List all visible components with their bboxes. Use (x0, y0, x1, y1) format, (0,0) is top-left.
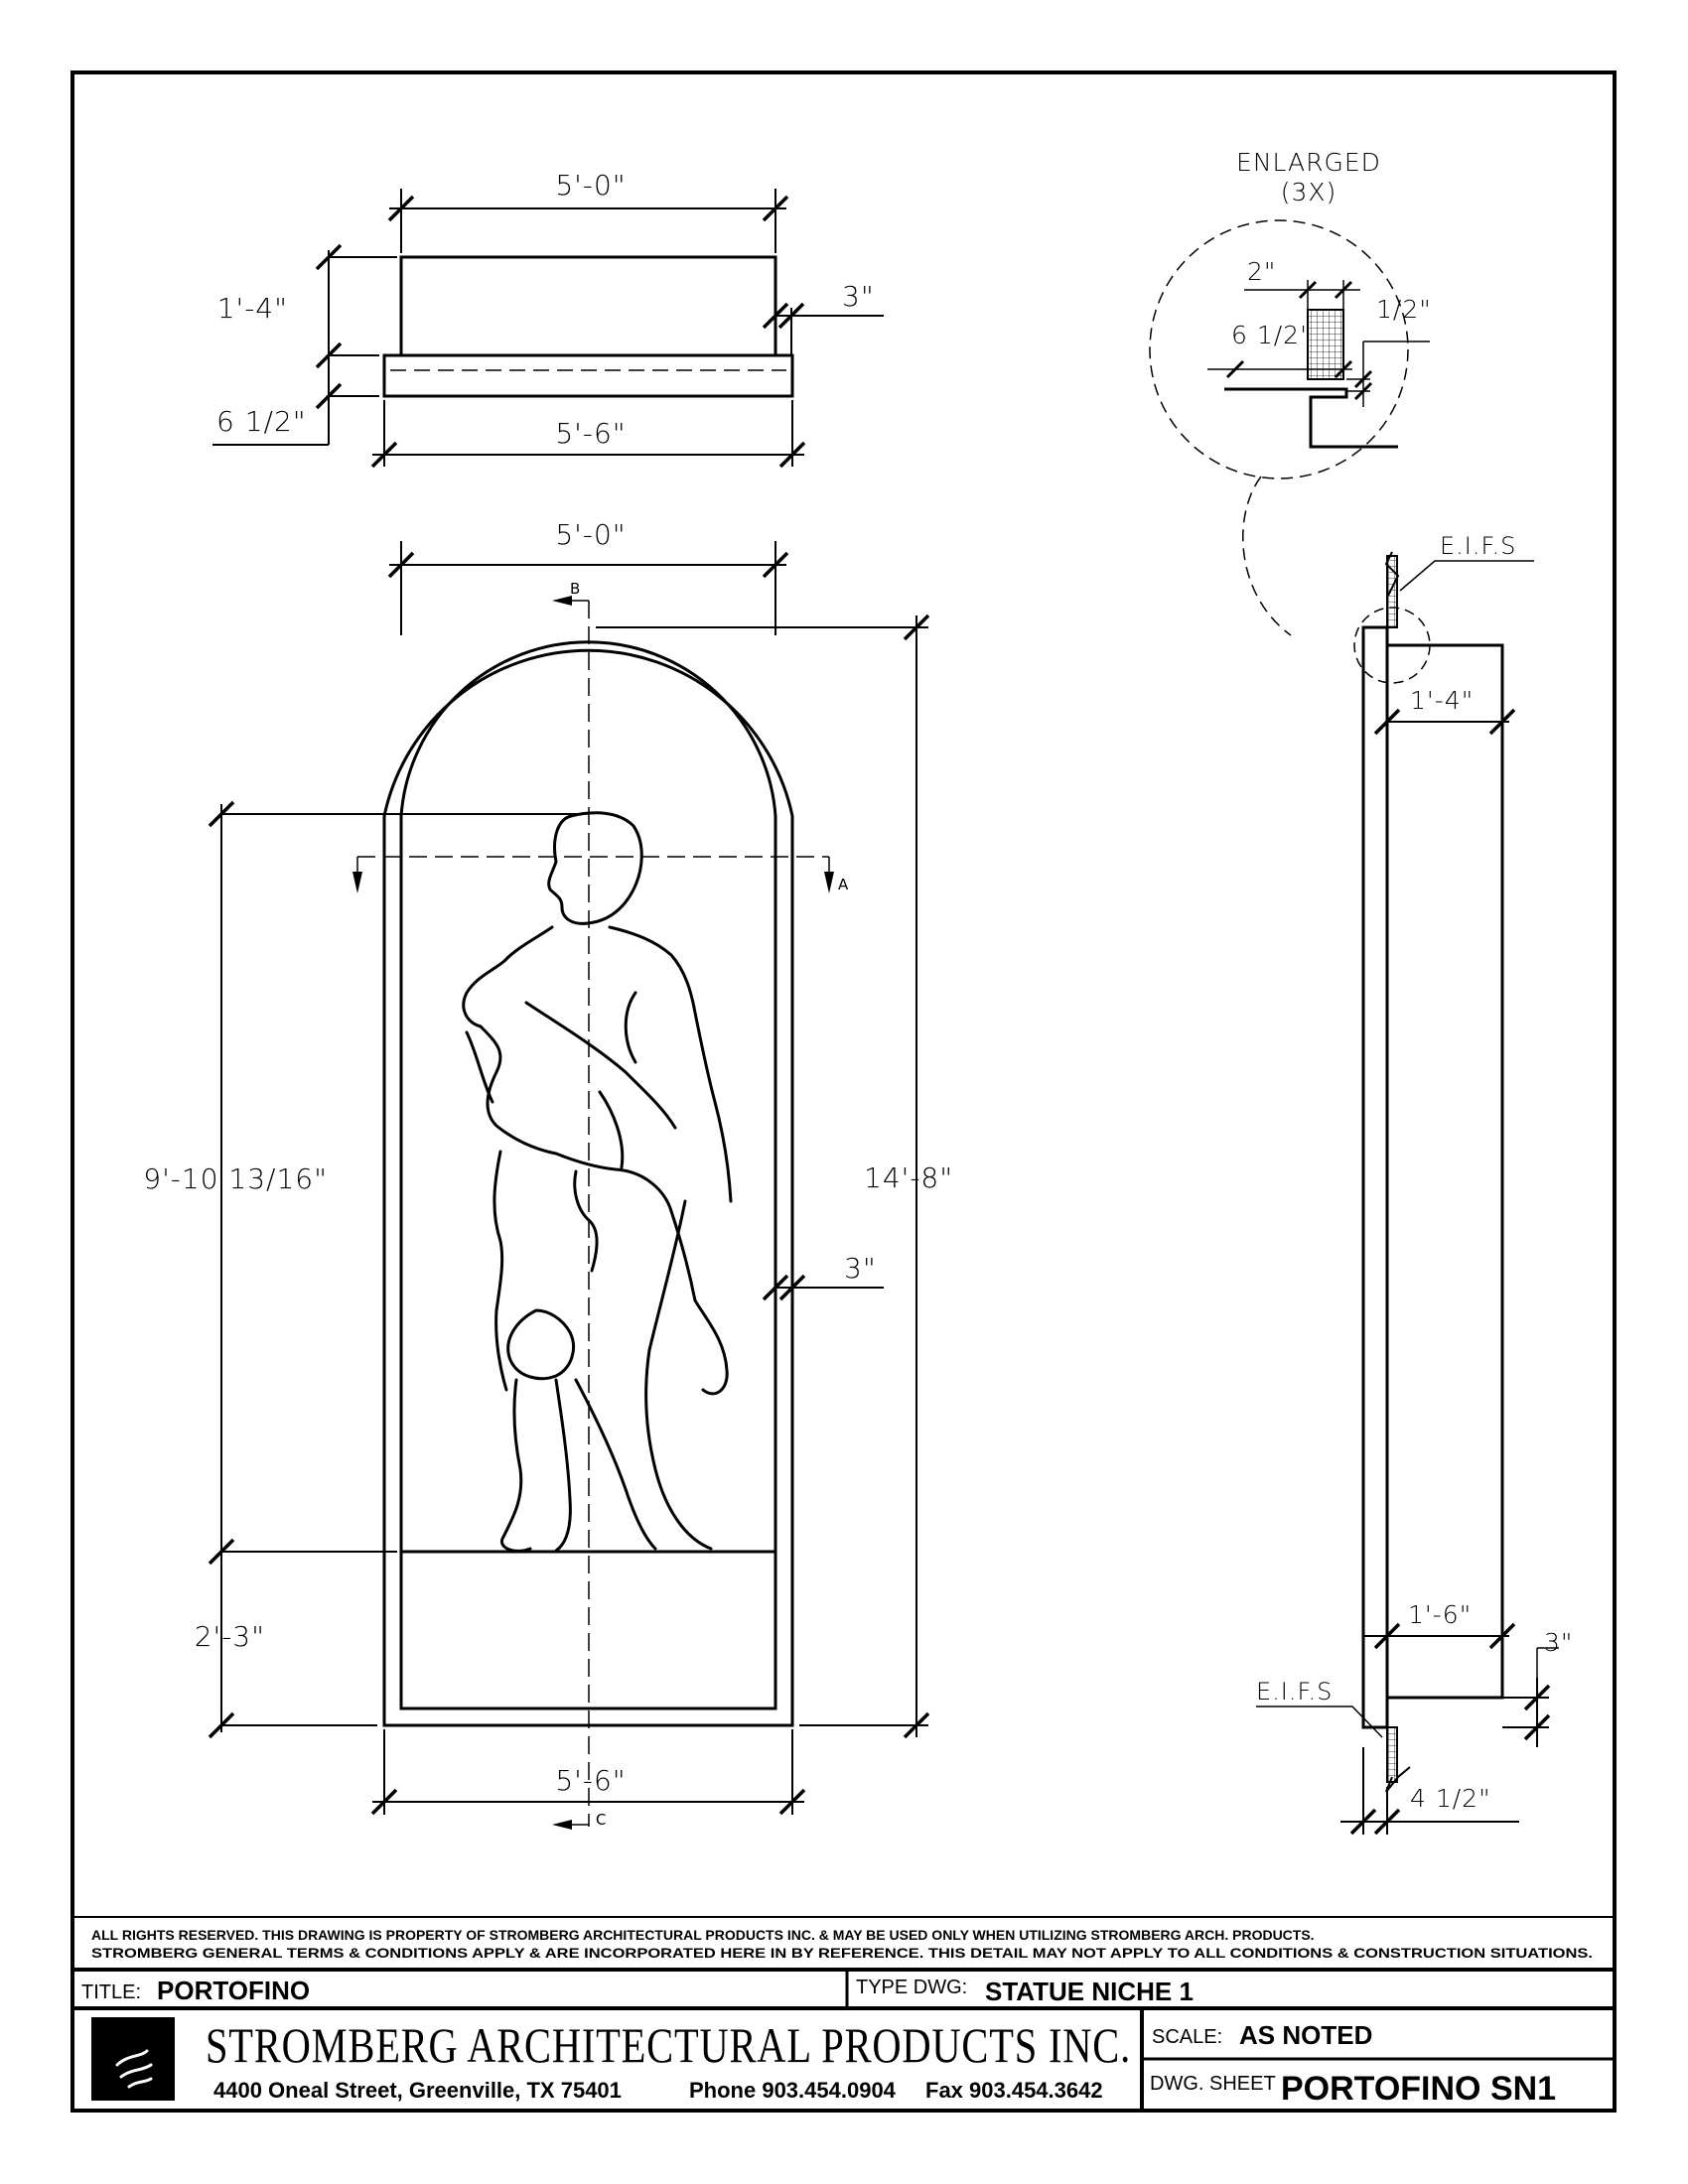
statue-outline (462, 811, 733, 1553)
title-label: TITLE: (81, 1981, 141, 2003)
type-dwg-label: TYPE DWG: (856, 1977, 967, 1998)
plan-dim-lip: 3" (842, 280, 875, 313)
section-label-a: A (838, 876, 849, 893)
side-eifs-top: E.I.F.S (1440, 532, 1516, 560)
scale-label: SCALE: (1152, 2026, 1222, 2048)
elev-dim-total-height: 14'-8" (864, 1161, 953, 1194)
company-logo (91, 2017, 175, 2101)
plan-view (212, 189, 884, 469)
section-label-b: B (570, 580, 580, 598)
plan-dim-height: 1'-4" (217, 292, 288, 325)
elev-dim-bottom-width: 5'-6" (555, 1764, 626, 1797)
notes-line-1: ALL RIGHTS RESERVED. THIS DRAWING IS PRO… (91, 1927, 1315, 1943)
title-block (72, 1968, 1615, 2111)
company-fax: Fax 903.454.3642 (925, 2078, 1103, 2103)
enlarged-dim-b: 6 1/2" (1231, 321, 1313, 349)
enlarged-title-line2: (3X) (1281, 178, 1337, 206)
title-value: PORTOFINO (157, 1976, 310, 2005)
elev-dim-top-width: 5'-0" (555, 518, 626, 551)
plan-dim-base: 6 1/2" (216, 405, 307, 438)
dwg-sheet-label: DWG. SHEET (1150, 2073, 1276, 2095)
sheet-border (70, 70, 1617, 2113)
enlarged-detail (1149, 219, 1430, 636)
scale-value: AS NOTED (1239, 2020, 1372, 2050)
enlarged-dim-c: 1/2" (1376, 295, 1432, 324)
plan-dim-top-width: 5'-0" (555, 169, 626, 202)
notes-line-2: STROMBERG GENERAL TERMS & CONDITIONS APP… (91, 1945, 1593, 1961)
type-dwg-value: STATUE NICHE 1 (985, 1977, 1194, 2006)
elev-dim-base-height: 2'-3" (195, 1620, 265, 1653)
enlarged-dim-a: 2" (1247, 257, 1276, 286)
section-label-c: C (596, 1811, 606, 1829)
company-phone: Phone 903.454.0904 (689, 2078, 897, 2103)
company-address: 4400 Oneal Street, Greenville, TX 75401 (213, 2078, 622, 2103)
front-elevation (208, 541, 930, 1830)
dwg-sheet-value: PORTOFINO SN1 (1281, 2070, 1556, 2108)
plan-dim-base-width: 5'-6" (555, 417, 626, 450)
elev-dim-inner-height: 9'-10 13/16" (143, 1162, 328, 1195)
elev-dim-frame: 3" (844, 1252, 877, 1285)
company-name: STROMBERG ARCHITECTURAL PRODUCTS INC. (206, 2017, 1131, 2073)
enlarged-title-line1: ENLARGED (1236, 148, 1381, 177)
side-section (1256, 551, 1559, 1836)
side-eifs-bottom: E.I.F.S (1256, 1678, 1333, 1706)
side-dim-depth-bottom: 1'-6" (1408, 1600, 1472, 1629)
side-dim-depth-top: 1'-4" (1410, 686, 1474, 715)
side-dim-frame: 3" (1544, 1628, 1573, 1657)
side-dim-wall: 4 1/2" (1410, 1784, 1491, 1813)
